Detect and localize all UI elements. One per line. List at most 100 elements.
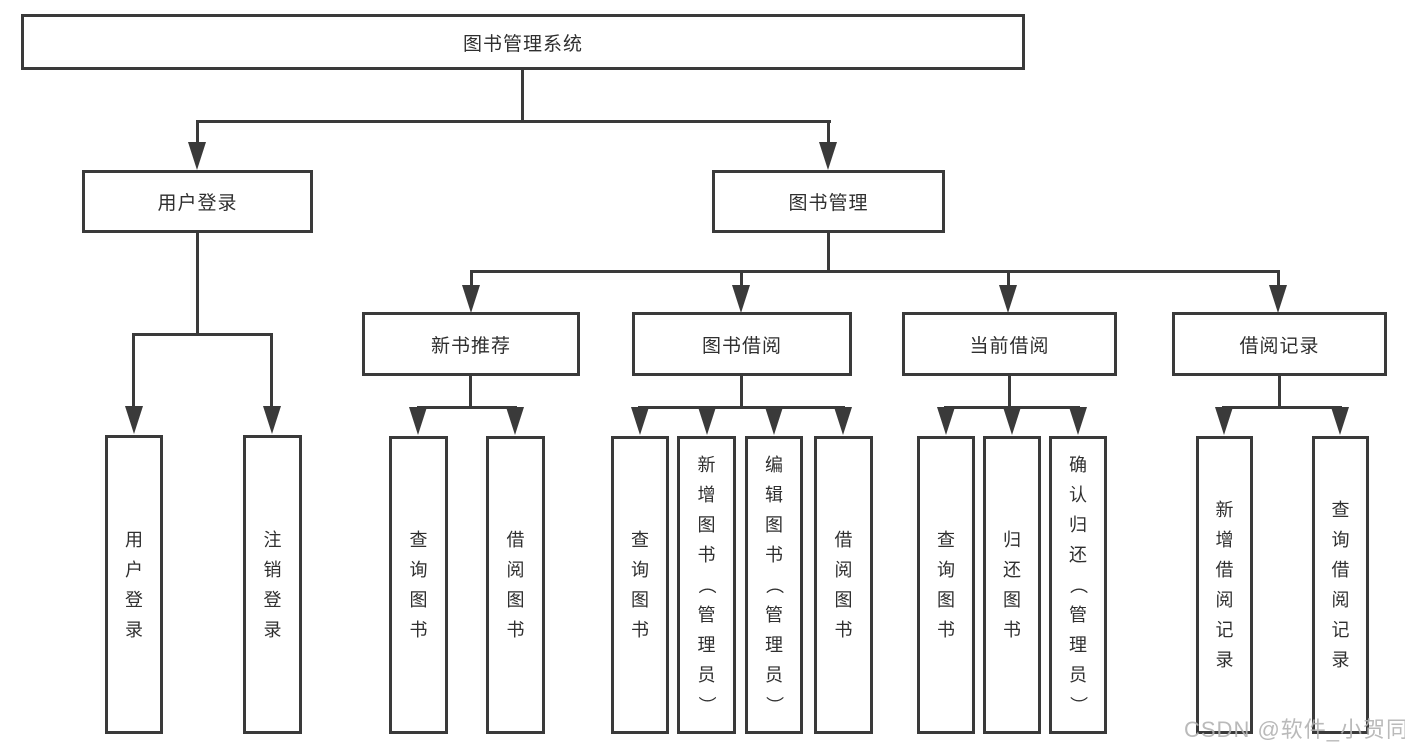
vertical-char: 借 <box>1331 560 1350 580</box>
vertical-char: 还 <box>1069 545 1087 565</box>
vertical-char: 书 <box>506 620 525 640</box>
vertical-char: 录 <box>125 619 143 640</box>
vertical-char: 阅 <box>834 560 853 580</box>
vertical-char: 员 <box>765 665 783 685</box>
node-leaf-query-books-1: 查询图书 <box>389 436 448 734</box>
arrow-down-icon <box>732 285 750 313</box>
connector-line <box>470 270 473 288</box>
connector-line <box>1007 270 1010 288</box>
vertical-char: 记 <box>1331 620 1350 640</box>
vertical-char: 借 <box>834 530 853 550</box>
arrow-down-icon <box>1003 407 1021 435</box>
vertical-char: 户 <box>125 559 143 580</box>
node-new-book-recommend: 新书推荐 <box>362 312 580 376</box>
node-leaf-confirm-return-admin: 确认归还（管理员） <box>1049 436 1107 734</box>
node-leaf-return-books: 归还图书 <box>983 436 1041 734</box>
vertical-char: 认 <box>1069 485 1087 505</box>
node-leaf-query-books-3: 查询图书 <box>917 436 975 734</box>
connector-line <box>1222 406 1342 409</box>
node-book-borrow: 图书借阅 <box>632 312 852 376</box>
node-borrow-record: 借阅记录 <box>1172 312 1387 376</box>
arrow-down-icon <box>263 406 281 434</box>
vertical-char: （ <box>696 576 717 594</box>
vertical-char: 员 <box>1069 665 1087 685</box>
vertical-char: 图 <box>834 590 853 610</box>
node-leaf-edit-book-admin: 编辑图书（管理员） <box>745 436 803 734</box>
connector-line <box>1278 376 1281 408</box>
arrow-down-icon <box>1269 285 1287 313</box>
vertical-char: 归 <box>1003 530 1021 550</box>
node-current-borrow: 当前借阅 <box>902 312 1117 376</box>
vertical-char: 理 <box>765 635 783 655</box>
vertical-char: 询 <box>937 560 955 580</box>
connector-line <box>196 120 199 146</box>
vertical-char: 销 <box>263 559 282 580</box>
connector-line <box>132 333 273 336</box>
vertical-char: 询 <box>409 560 428 580</box>
vertical-char: 询 <box>631 560 649 580</box>
vertical-char: 录 <box>1215 650 1234 670</box>
vertical-char: 员 <box>697 665 716 685</box>
vertical-char: 图 <box>697 515 716 535</box>
vertical-char: 查 <box>937 530 955 550</box>
arrow-down-icon <box>1215 407 1233 435</box>
vertical-char: 编 <box>765 455 783 475</box>
connector-line <box>1008 376 1011 408</box>
vertical-char: ） <box>764 696 784 714</box>
connector-line <box>470 270 1280 273</box>
arrow-down-icon <box>698 407 716 435</box>
vertical-char: 书 <box>697 545 716 565</box>
node-leaf-logout: 注销登录 <box>243 435 302 734</box>
arrow-down-icon <box>834 407 852 435</box>
connector-line <box>417 406 517 409</box>
vertical-char: 理 <box>697 635 716 655</box>
node-user-login: 用户登录 <box>82 170 313 233</box>
vertical-char: 增 <box>1215 530 1234 550</box>
vertical-char: 书 <box>409 620 428 640</box>
vertical-char: 图 <box>765 515 783 535</box>
connector-line <box>1277 270 1280 288</box>
arrow-down-icon <box>1069 407 1087 435</box>
vertical-char: 录 <box>263 619 282 640</box>
vertical-char: 阅 <box>1215 590 1234 610</box>
vertical-char: 增 <box>697 485 716 505</box>
vertical-char: （ <box>1068 576 1088 594</box>
connector-line <box>469 376 472 408</box>
vertical-char: 借 <box>1215 560 1234 580</box>
vertical-char: 理 <box>1069 635 1087 655</box>
connector-line <box>638 406 845 409</box>
vertical-char: 确 <box>1069 455 1087 475</box>
vertical-char: 书 <box>937 620 955 640</box>
vertical-char: 书 <box>1003 620 1021 640</box>
connector-line <box>132 333 135 409</box>
node-leaf-query-borrow-record: 查询借阅记录 <box>1312 436 1369 734</box>
connector-line <box>196 233 199 333</box>
vertical-char: 借 <box>506 530 525 550</box>
connector-line <box>270 333 273 409</box>
vertical-char: 新 <box>697 455 716 475</box>
arrow-down-icon <box>937 407 955 435</box>
connector-line <box>740 376 743 408</box>
arrow-down-icon <box>1331 407 1349 435</box>
vertical-char: ） <box>696 696 717 714</box>
vertical-char: 书 <box>834 620 853 640</box>
vertical-char: 辑 <box>765 485 783 505</box>
vertical-char: 书 <box>765 545 783 565</box>
vertical-char: 登 <box>263 589 282 610</box>
arrow-down-icon <box>765 407 783 435</box>
vertical-char: （ <box>764 576 784 594</box>
vertical-char: ） <box>1068 696 1088 714</box>
vertical-char: 用 <box>125 529 143 550</box>
arrow-down-icon <box>125 406 143 434</box>
node-leaf-user-login: 用户登录 <box>105 435 163 734</box>
arrow-down-icon <box>506 407 524 435</box>
arrow-down-icon <box>819 142 837 170</box>
vertical-char: 注 <box>263 529 282 550</box>
vertical-char: 新 <box>1215 500 1234 520</box>
node-root: 图书管理系统 <box>21 14 1025 70</box>
arrow-down-icon <box>631 407 649 435</box>
vertical-char: 图 <box>937 590 955 610</box>
vertical-char: 图 <box>1003 590 1021 610</box>
node-leaf-borrow-books-2: 借阅图书 <box>814 436 873 734</box>
